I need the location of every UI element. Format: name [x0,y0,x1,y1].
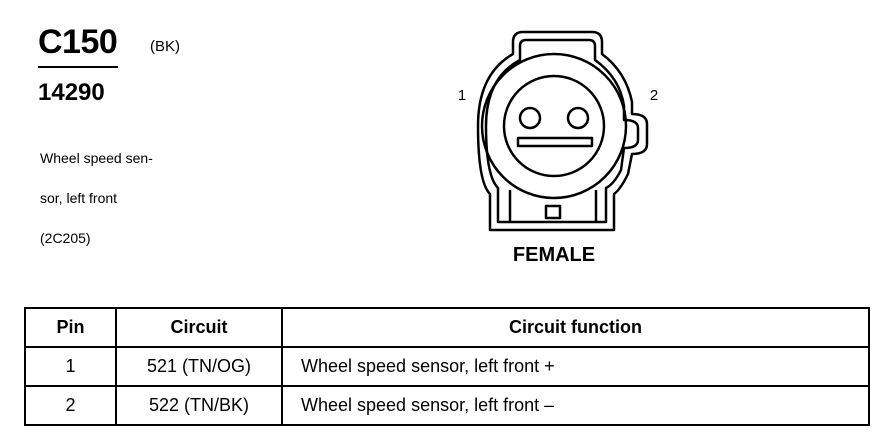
table-row: 2 522 (TN/BK) Wheel speed sensor, left f… [24,385,870,426]
connector-housing-outline [476,30,649,232]
connector-face-ring [480,52,628,200]
connector-id-underline [38,66,118,68]
connector-view-label: FEMALE [512,244,596,266]
description-line: sor, left front [40,190,118,206]
locking-tab [544,204,562,220]
cell-pin: 2 [24,385,117,426]
cell-circuit-function: Wheel speed sensor, left front – [281,385,870,426]
pin-cavity-1 [518,106,542,130]
part-number: 14290 [38,79,105,106]
header-circuit: Circuit [115,307,283,348]
header-pin: Pin [24,307,117,348]
cell-circuit-function: Wheel speed sensor, left front + [281,346,870,387]
polarizing-key [516,136,594,148]
description-line: (2C205) [40,230,91,246]
connector-color: (BK) [150,38,180,55]
cell-circuit: 522 (TN/BK) [115,385,283,426]
pin-label-1: 1 [458,87,466,104]
connector-face-inner [502,74,606,178]
pin-cavity-2 [566,106,590,130]
table-header-row: Pin Circuit Circuit function [24,307,870,348]
cell-circuit: 521 (TN/OG) [115,346,283,387]
connector-housing-inner [484,38,640,224]
connector-id: C150 [38,23,118,61]
connector-description: Wheel speed sen- sor, left front (2C205) [40,128,153,268]
cell-pin: 1 [24,346,117,387]
header-circuit-function: Circuit function [281,307,870,348]
description-line: Wheel speed sen- [40,150,153,166]
table-row: 1 521 (TN/OG) Wheel speed sensor, left f… [24,346,870,387]
pin-label-2: 2 [650,87,658,104]
connector-face-diagram: 1 2 [458,30,658,232]
pin-table: Pin Circuit Circuit function 1 521 (TN/O… [24,307,870,426]
